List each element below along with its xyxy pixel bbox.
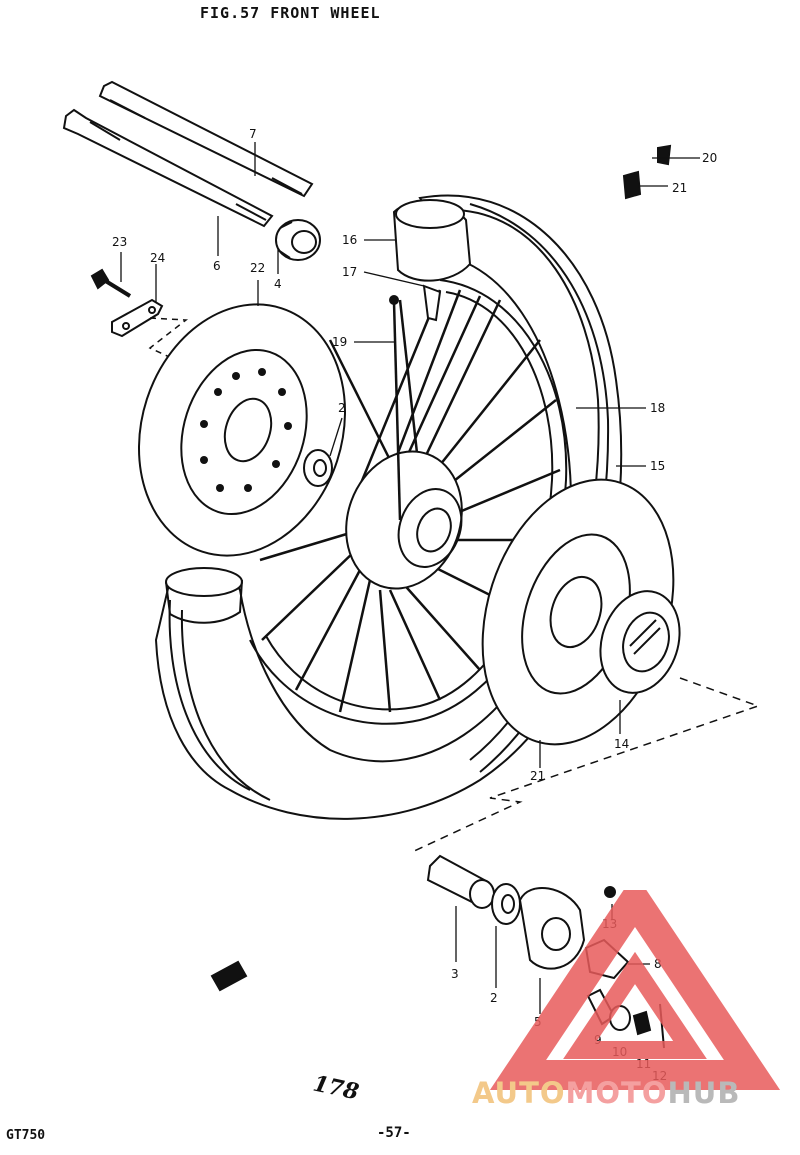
- automotohub-logo: [489, 890, 781, 1090]
- watermark-text: AUTOMOTOHUB: [472, 1076, 740, 1110]
- callout-6: 6: [213, 259, 221, 273]
- callout-7: 7: [249, 127, 257, 141]
- spoke-nipple-20: [657, 144, 672, 166]
- figure-title: FIG.57 FRONT WHEEL: [200, 4, 381, 22]
- callout-19: 19: [332, 335, 347, 349]
- callout-9: 9: [594, 1033, 602, 1047]
- callout-14: 14: [614, 737, 629, 751]
- nut-13: [604, 886, 616, 898]
- callout-15: 15: [650, 459, 665, 473]
- callout-20: 20: [702, 151, 717, 165]
- bearing-2: [303, 449, 333, 487]
- callout-17: 17: [342, 265, 357, 279]
- callout-18: 18: [650, 401, 665, 415]
- tube-16: [392, 199, 472, 282]
- hub: [345, 450, 463, 590]
- callout-3: 3: [451, 967, 459, 981]
- spoke-19: [389, 295, 402, 521]
- callout-16: 16: [342, 233, 357, 247]
- callout-24: 24: [150, 251, 165, 265]
- axle-6: [62, 108, 274, 228]
- spacer-3: [426, 854, 495, 909]
- model-label: GT750: [6, 1128, 46, 1143]
- lock-washer-24: [111, 298, 164, 338]
- callout-22: 22: [250, 261, 265, 275]
- watermark-part-hub: HUB: [667, 1076, 741, 1110]
- axle-7: [98, 80, 314, 198]
- watermark-part-auto: AUTO: [472, 1076, 566, 1110]
- spacer-4: [275, 219, 321, 261]
- nut-11: [632, 1010, 652, 1036]
- bolt-23: [90, 268, 132, 298]
- brake-disc-22: [137, 303, 347, 557]
- tube-end: [165, 567, 243, 624]
- callout-2-lower: 2: [490, 991, 498, 1005]
- gear-housing-5: [518, 886, 586, 970]
- callout-2-upper: 2: [338, 401, 346, 415]
- callout-21-lower: 21: [530, 769, 545, 783]
- spoke-nipple-21: [622, 170, 642, 200]
- callout-8: 8: [654, 957, 662, 971]
- rim-band-17: [422, 284, 442, 322]
- callout-4: 4: [274, 277, 282, 291]
- speedometer-gearbox-14: [599, 590, 681, 694]
- callout-23: 23: [112, 235, 127, 249]
- callout-21-upper: 21: [672, 181, 687, 195]
- watermark-part-moto: MOTO: [565, 1076, 668, 1110]
- page-number: -57-: [377, 1125, 411, 1141]
- front-arrow-icon: [210, 960, 248, 992]
